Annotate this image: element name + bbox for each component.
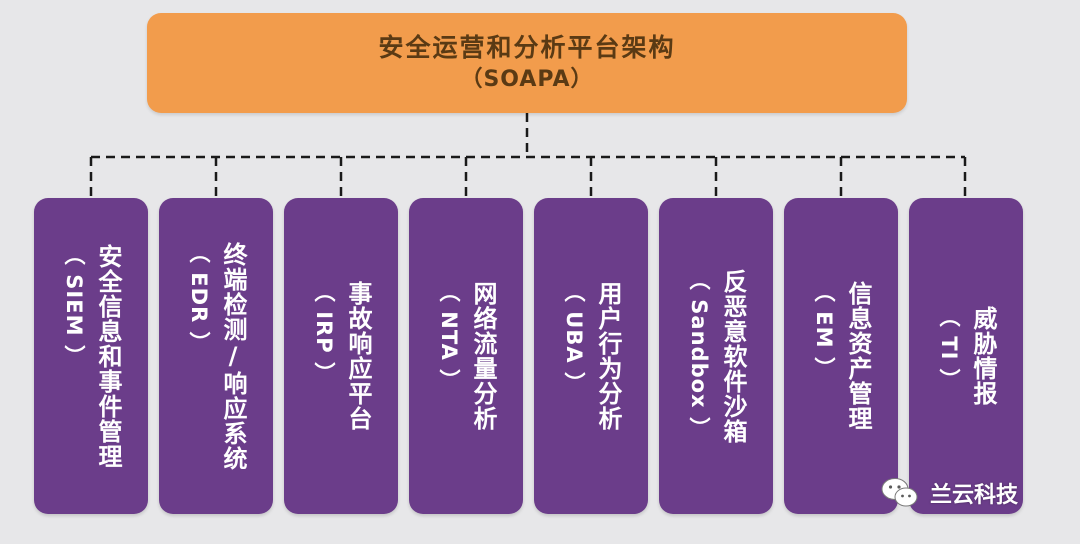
node-abbr: （ EM ） (812, 281, 836, 379)
node-abbr: （ Sandbox ） (687, 268, 711, 439)
wechat-icon (880, 476, 920, 510)
node-abbr: （ NTA ） (437, 281, 461, 392)
node-label: 信息资产管理 (844, 281, 872, 431)
node-ti: 威胁情报 （ TI ） (909, 198, 1023, 514)
node-abbr: （ IRP ） (312, 281, 336, 384)
node-label: 终端检测/响应系统 (219, 241, 247, 471)
node-sandbox: 反恶意软件沙箱 （ Sandbox ） (659, 198, 773, 514)
node-label: 反恶意软件沙箱 (719, 268, 747, 444)
root-title: 安全运营和分析平台架构 (378, 33, 676, 62)
node-abbr: （ SIEM ） (62, 243, 86, 367)
node-em: 信息资产管理 （ EM ） (784, 198, 898, 514)
node-label: 网络流量分析 (469, 281, 497, 431)
node-edr: 终端检测/响应系统 （ EDR ） (159, 198, 273, 514)
root-subtitle: （SOAPA） (460, 67, 594, 92)
root-node-soapa: 安全运营和分析平台架构 （SOAPA） (147, 13, 907, 113)
node-label: 威胁情报 (969, 306, 997, 406)
node-irp: 事故响应平台 （ IRP ） (284, 198, 398, 514)
node-label: 安全信息和事件管理 (94, 243, 122, 469)
node-abbr: （ TI ） (937, 306, 961, 391)
watermark-text: 兰云科技 (930, 483, 1019, 508)
node-label: 用户行为分析 (594, 281, 622, 431)
watermark: 兰云科技 (880, 476, 1018, 510)
node-siem: 安全信息和事件管理 （ SIEM ） (34, 198, 148, 514)
node-abbr: （ EDR ） (187, 241, 211, 354)
node-abbr: （ UBA ） (562, 281, 586, 394)
node-nta: 网络流量分析 （ NTA ） (409, 198, 523, 514)
node-uba: 用户行为分析 （ UBA ） (534, 198, 648, 514)
node-label: 事故响应平台 (344, 281, 372, 431)
